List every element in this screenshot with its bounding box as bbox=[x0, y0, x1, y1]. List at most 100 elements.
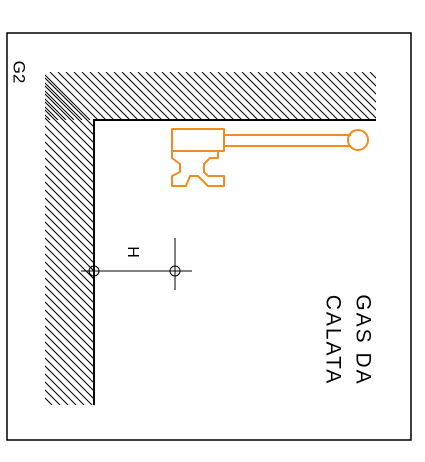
hatch-line bbox=[361, 72, 376, 120]
hatch-line bbox=[201, 72, 251, 120]
hatch-line bbox=[105, 72, 155, 120]
hatch-line bbox=[313, 72, 363, 120]
hatch-line bbox=[209, 72, 259, 120]
wall-inner-edge bbox=[93, 119, 376, 405]
hatch-line bbox=[383, 72, 425, 405]
hatch-line bbox=[321, 72, 371, 120]
hatch-line bbox=[407, 72, 425, 405]
hatch-line bbox=[169, 72, 219, 120]
hatch-line bbox=[45, 72, 59, 120]
hatch-line bbox=[113, 72, 163, 120]
hatch-line bbox=[143, 72, 425, 405]
hatch-line bbox=[185, 72, 235, 120]
hatch-line bbox=[265, 72, 315, 120]
hatch-line bbox=[45, 72, 94, 405]
hatch-line bbox=[119, 72, 425, 405]
orange-gripper-tool-icon bbox=[171, 128, 369, 187]
hatch-line bbox=[45, 72, 94, 405]
hatch-line bbox=[305, 72, 355, 120]
hatch-line bbox=[57, 72, 107, 120]
hatch-line bbox=[45, 72, 83, 120]
hatch-line bbox=[45, 72, 85, 405]
hatch-line bbox=[0, 72, 12, 405]
hatch-line bbox=[225, 72, 275, 120]
hatch-line bbox=[45, 72, 94, 405]
hatch-line bbox=[121, 72, 171, 120]
hatch-line bbox=[45, 72, 94, 405]
caption-line-1: GAS DA bbox=[351, 294, 374, 385]
hatch-line bbox=[62, 72, 94, 405]
hatch-line bbox=[0, 72, 10, 120]
hatch-line bbox=[399, 72, 425, 405]
hatch-line bbox=[0, 72, 2, 120]
hatch-line bbox=[273, 72, 323, 120]
hatch-line bbox=[45, 72, 94, 405]
hatch-line bbox=[199, 72, 425, 405]
hatch-line bbox=[402, 72, 425, 120]
hatch-line bbox=[241, 72, 291, 120]
hatch-line bbox=[45, 72, 94, 405]
hatch-line bbox=[0, 72, 36, 405]
hatch-line bbox=[45, 72, 94, 405]
hatch-line bbox=[97, 72, 147, 120]
hatch-line bbox=[367, 72, 425, 405]
hatch-line bbox=[345, 72, 376, 120]
hatch-line bbox=[45, 72, 94, 405]
hatch-line bbox=[45, 72, 94, 405]
hatch-line bbox=[415, 72, 425, 405]
hatch-line bbox=[111, 72, 425, 405]
hatch-line bbox=[183, 72, 425, 405]
hatch-line bbox=[45, 72, 94, 405]
hatch-line bbox=[81, 72, 131, 120]
hatch-line bbox=[127, 72, 425, 405]
dimension-h bbox=[81, 238, 192, 290]
hatch-line bbox=[129, 72, 179, 120]
caption-line-2: CALATA bbox=[321, 295, 344, 386]
hatch-line bbox=[329, 72, 376, 120]
hatch-line bbox=[45, 72, 94, 405]
hatch-line bbox=[375, 72, 425, 405]
hatch-line bbox=[271, 72, 425, 405]
hatch-line bbox=[45, 72, 94, 405]
hatch-line bbox=[45, 72, 94, 405]
hatch-line bbox=[45, 72, 94, 405]
hatch-line bbox=[161, 72, 211, 120]
hatch-line bbox=[95, 72, 425, 405]
hatch-line bbox=[353, 72, 376, 120]
hatch-line bbox=[175, 72, 425, 405]
hatch-line bbox=[45, 72, 94, 405]
hatch-line bbox=[281, 72, 331, 120]
hatch-line bbox=[394, 72, 425, 120]
hatch-line bbox=[233, 72, 283, 120]
hatch-line bbox=[137, 72, 187, 120]
hatch-line bbox=[167, 72, 425, 405]
hatch-line bbox=[153, 72, 203, 120]
hatch-line bbox=[159, 72, 425, 405]
hatch-line bbox=[249, 72, 299, 120]
hatch-line bbox=[45, 72, 53, 405]
hatch-line bbox=[45, 72, 61, 405]
hatch-line bbox=[103, 72, 425, 405]
hatch-line bbox=[45, 72, 94, 405]
hatch-line bbox=[378, 72, 425, 120]
hatch-line bbox=[45, 72, 94, 405]
hatch-line bbox=[45, 72, 94, 405]
hatch-line bbox=[65, 72, 115, 120]
hatch-line bbox=[151, 72, 425, 405]
hatch-line bbox=[386, 72, 425, 120]
hatch-line bbox=[215, 72, 425, 405]
hatch-line bbox=[0, 72, 28, 405]
hatch-line bbox=[257, 72, 307, 120]
hatch-line bbox=[45, 72, 94, 405]
hatch-line bbox=[410, 72, 425, 120]
hatch-line bbox=[337, 72, 376, 120]
hatch-line bbox=[418, 72, 425, 120]
hatch-line bbox=[177, 72, 227, 120]
hatch-line bbox=[0, 72, 4, 405]
wall-hatching-top bbox=[0, 72, 425, 120]
hatch-line bbox=[135, 72, 425, 405]
hatch-line bbox=[297, 72, 347, 120]
hatch-line bbox=[193, 72, 243, 120]
